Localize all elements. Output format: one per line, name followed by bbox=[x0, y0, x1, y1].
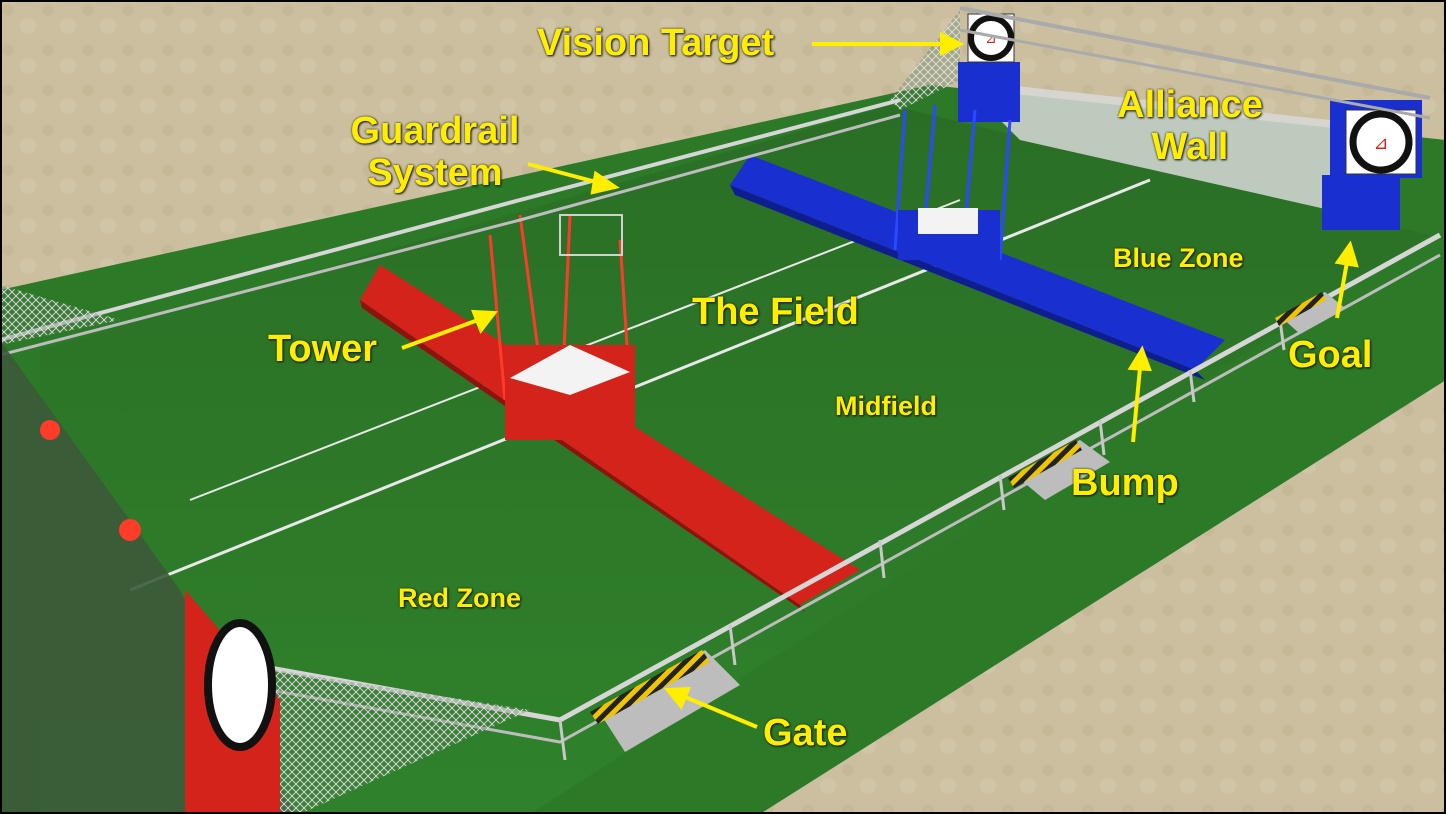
label-guardrail-system: Guardrail System bbox=[330, 112, 540, 192]
arrow-gate bbox=[684, 695, 758, 729]
gate-mid bbox=[1008, 440, 1110, 500]
red-alliance-net bbox=[275, 670, 530, 814]
red-light-1 bbox=[40, 420, 60, 440]
vision-target-right: ⊿ bbox=[1345, 109, 1417, 175]
alliance-wall bbox=[960, 80, 1330, 210]
gate-far bbox=[1275, 292, 1345, 334]
blue-bump bbox=[730, 155, 1225, 370]
back-net-left bbox=[0, 285, 120, 345]
blue-goal-panel-left bbox=[958, 62, 1020, 122]
blue-goal-panel-right bbox=[1322, 175, 1400, 230]
first-logo-icon: ⊿ bbox=[985, 31, 997, 47]
label-alliance-wall-line2: Wall bbox=[1151, 126, 1229, 168]
arrow-bump bbox=[1131, 367, 1142, 443]
label-red-zone: Red Zone bbox=[398, 583, 522, 613]
label-tower: Tower bbox=[268, 328, 378, 370]
blue-tower bbox=[893, 104, 1012, 261]
red-vision-target bbox=[204, 619, 276, 751]
label-alliance-wall-line1: Alliance bbox=[1117, 84, 1263, 126]
label-blue-zone: Blue Zone bbox=[1113, 243, 1244, 273]
red-light-2 bbox=[119, 519, 141, 541]
gate-front bbox=[590, 650, 740, 752]
label-guardrail-line2: System bbox=[367, 152, 503, 194]
annotation-arrows bbox=[401, 31, 1359, 729]
arrow-guardrail bbox=[527, 162, 601, 185]
svg-text:⊿: ⊿ bbox=[1373, 133, 1388, 154]
back-guardrail bbox=[0, 98, 901, 342]
label-gate: Gate bbox=[763, 712, 848, 754]
label-the-field: The Field bbox=[692, 291, 859, 333]
arrow-goal bbox=[1335, 261, 1349, 319]
arrow-tower bbox=[401, 318, 479, 350]
label-bump: Bump bbox=[1071, 462, 1179, 504]
label-goal: Goal bbox=[1288, 334, 1373, 376]
label-midfield: Midfield bbox=[835, 391, 937, 421]
label-vision-target: Vision Target bbox=[537, 22, 775, 64]
label-guardrail-line1: Guardrail bbox=[350, 110, 520, 152]
truss-top bbox=[959, 6, 1431, 100]
label-alliance-wall: Alliance Wall bbox=[1100, 86, 1280, 166]
